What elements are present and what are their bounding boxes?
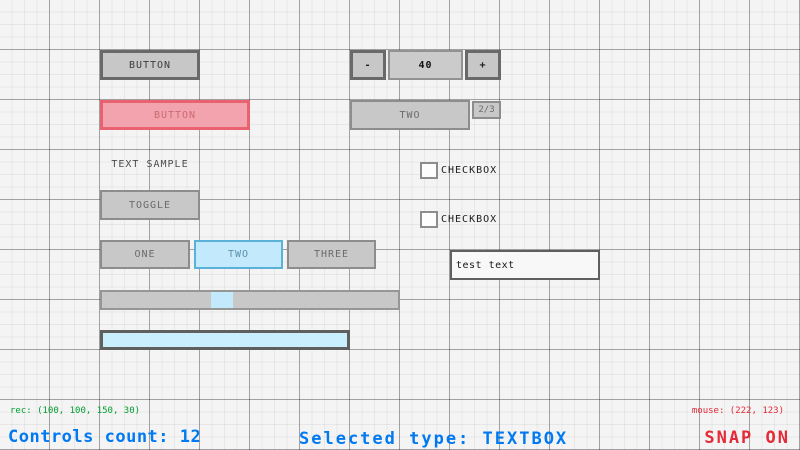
status-selected-rec: rec: (100, 100, 150, 30) bbox=[10, 406, 141, 416]
checkbox-box[interactable] bbox=[420, 162, 438, 179]
spinner-minus-button[interactable]: - bbox=[350, 50, 386, 80]
toggle-group-item-two-active[interactable]: TWO bbox=[194, 240, 283, 269]
toggle-group-item-three[interactable]: THREE bbox=[287, 240, 376, 269]
slider-control[interactable] bbox=[100, 290, 400, 310]
checkbox-control[interactable]: CHECKBOX bbox=[420, 162, 497, 179]
textbox-control[interactable]: test text bbox=[450, 250, 600, 280]
checkbox-box[interactable] bbox=[420, 211, 438, 228]
toggle-control[interactable]: TOGGLE bbox=[100, 190, 200, 220]
button-control-selected[interactable]: BUTTON bbox=[100, 100, 250, 130]
status-selected-type: Selected type: TEXTBOX bbox=[299, 429, 569, 449]
status-snap-indicator: SNAP ON bbox=[704, 428, 790, 448]
status-mouse-position: mouse: (222, 123) bbox=[691, 406, 784, 416]
status-controls-count: Controls count: 12 bbox=[8, 427, 202, 447]
combobox-counter-button[interactable]: 2/3 bbox=[472, 101, 501, 119]
label-control[interactable]: TEXT SAMPLE bbox=[111, 158, 189, 170]
checkbox-control[interactable]: CHECKBOX bbox=[420, 211, 497, 228]
button-control[interactable]: BUTTON bbox=[100, 50, 200, 80]
checkbox-label: CHECKBOX bbox=[441, 165, 498, 176]
spinner-value-box[interactable]: 40 bbox=[388, 50, 463, 80]
toggle-group-item-one[interactable]: ONE bbox=[100, 240, 190, 269]
checkbox-label: CHECKBOX bbox=[441, 214, 498, 225]
combobox-selected-option[interactable]: TWO bbox=[350, 100, 470, 130]
slider-handle[interactable] bbox=[211, 292, 233, 308]
spinner-plus-button[interactable]: + bbox=[465, 50, 501, 80]
progressbar-control[interactable] bbox=[100, 330, 350, 350]
